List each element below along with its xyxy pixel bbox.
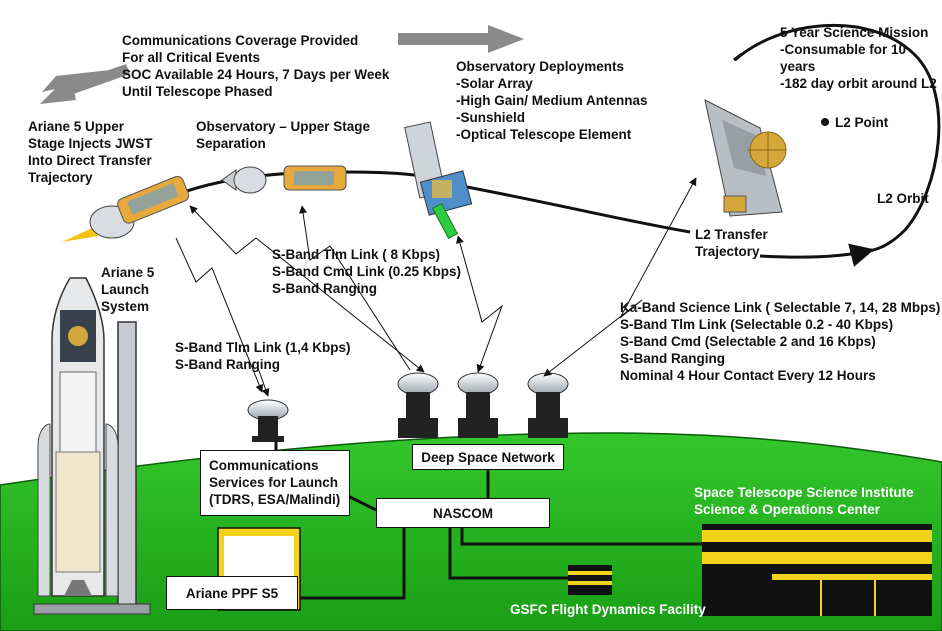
upper-stage-1 — [62, 175, 190, 242]
comms-coverage-label: Communications Coverage Provided For all… — [122, 33, 390, 99]
ariane-launch-label: Ariane 5 Launch System — [101, 265, 155, 314]
transfer-trajectory — [439, 180, 691, 234]
gsfc-label: GSFC Flight Dynamics Facility — [510, 602, 706, 617]
ariane-ppf-box: Ariane PPF S5 — [166, 576, 298, 610]
ariane-upper-stage-label: Ariane 5 Upper Stage Injects JWST Into D… — [28, 119, 153, 185]
launch-ground-station — [247, 399, 289, 442]
sband-mid-label: S-Band Tlm Link ( 8 Kbps) S-Band Cmd Lin… — [272, 247, 462, 296]
stsci-building — [702, 524, 932, 616]
ka-band-label: Ka-Band Science Link ( Selectable 7, 14,… — [620, 300, 941, 383]
nascom-box: NASCOM — [376, 498, 550, 528]
dsn-dish-1 — [397, 372, 439, 438]
ariane-rocket — [37, 277, 119, 597]
radio-links — [175, 177, 697, 393]
link-l2 — [543, 177, 697, 377]
deployments-label: Observatory Deployments -Solar Array -Hi… — [456, 59, 648, 142]
dsn-dish-3 — [527, 372, 569, 438]
separated-stage — [221, 166, 267, 194]
deploying-observatory — [404, 121, 473, 240]
separation-label: Observatory – Upper Stage Separation — [196, 119, 371, 151]
link-deploy — [456, 235, 504, 373]
l2-point-dot — [821, 118, 829, 126]
folded-observatory — [283, 165, 347, 191]
comm-services-box: Communications Services for Launch (TDRS… — [200, 450, 350, 516]
l2-orbit-label: L2 Orbit — [877, 191, 929, 206]
stsci-label: Space Telescope Science Institute Scienc… — [694, 485, 914, 517]
dsn-box: Deep Space Network — [412, 444, 564, 470]
l2-transfer-label: L2 Transfer Trajectory — [695, 227, 768, 259]
launch-pad — [33, 603, 151, 615]
gray-arrow-right — [398, 25, 524, 53]
sband-low-label: S-Band Tlm Link (1,4 Kbps) S-Band Rangin… — [175, 340, 351, 372]
gray-arrow-left — [40, 64, 130, 104]
dsn-dish-2 — [457, 372, 499, 438]
launch-tower — [117, 321, 137, 613]
l2-point-label: L2 Point — [835, 115, 889, 130]
science-mission-label: 5 Year Science Mission -Consumable for 1… — [780, 25, 937, 91]
link-separation — [189, 205, 425, 373]
jwst-deployed — [704, 99, 787, 217]
gsfc-building — [568, 565, 612, 595]
l2-orbit — [734, 23, 941, 254]
link-separated — [299, 205, 411, 371]
